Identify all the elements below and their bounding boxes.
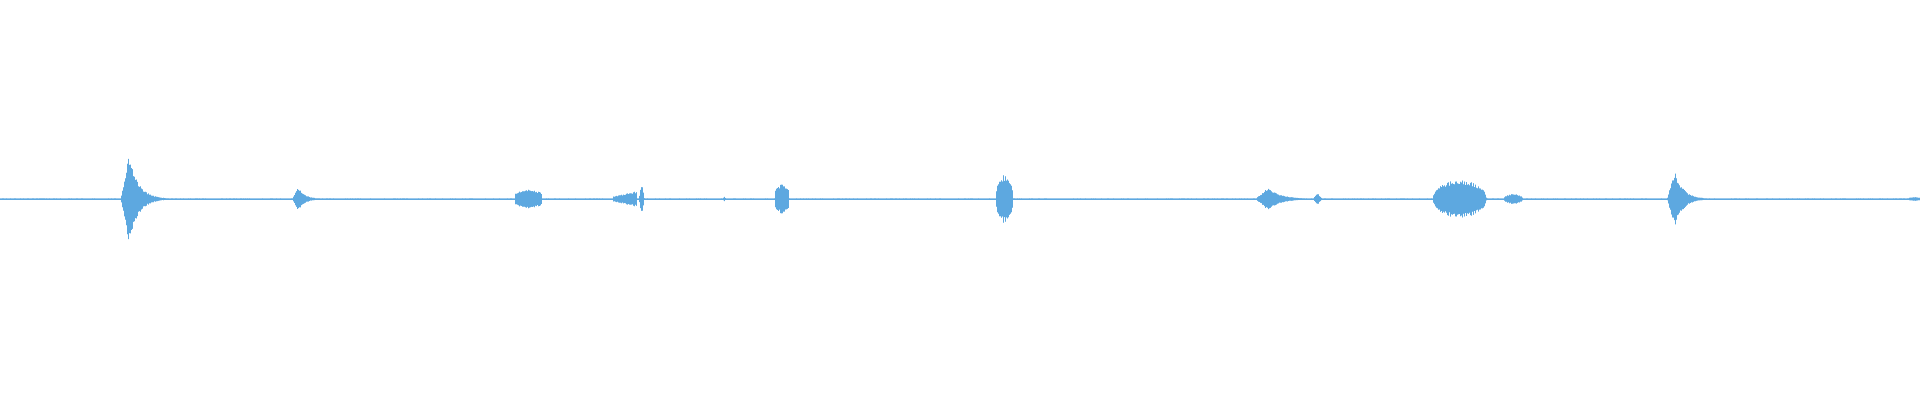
waveform-samples — [0, 158, 1920, 240]
